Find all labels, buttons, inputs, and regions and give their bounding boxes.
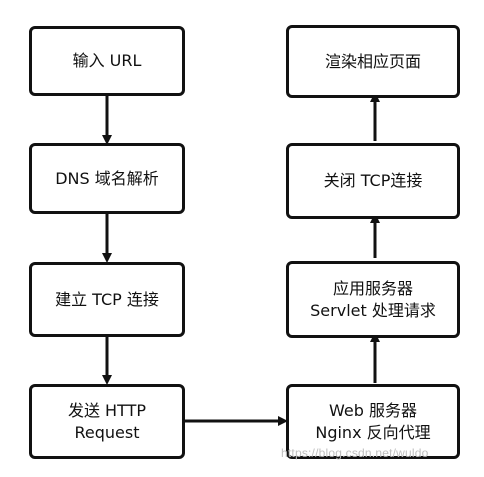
node-web-server-line-2: Nginx 反向代理: [315, 422, 431, 442]
node-input-url-line-1: 输入 URL: [72, 51, 142, 70]
node-tcp-connect: 建立 TCP 连接: [29, 262, 185, 337]
node-app-server: 应用服务器 Servlet 处理请求: [286, 261, 460, 338]
node-dns: DNS 域名解析: [29, 143, 185, 214]
node-web-server-line-1: Web 服务器: [329, 400, 417, 420]
node-dns-line-1: DNS 域名解析: [55, 168, 159, 188]
node-render: 渲染相应页面: [286, 25, 460, 98]
node-send-http-line-2: Request: [74, 422, 140, 442]
node-app-server-line-2: Servlet 处理请求: [310, 300, 436, 320]
node-send-http-line-1: 发送 HTTP: [67, 400, 147, 420]
watermark-text: https://blog.csdn.net/wuldo: [281, 446, 429, 460]
node-tcp-connect-line-1: 建立 TCP 连接: [55, 289, 159, 309]
node-send-http: 发送 HTTP Request: [29, 384, 185, 459]
node-web-server: Web 服务器 Nginx 反向代理: [286, 384, 460, 459]
node-render-line-1: 渲染相应页面: [324, 51, 421, 71]
node-close-tcp-line-1: 关闭 TCP连接: [323, 171, 423, 190]
node-close-tcp: 关闭 TCP连接: [286, 143, 460, 219]
node-app-server-line-1: 应用服务器: [332, 278, 413, 298]
node-input-url: 输入 URL: [29, 26, 185, 96]
